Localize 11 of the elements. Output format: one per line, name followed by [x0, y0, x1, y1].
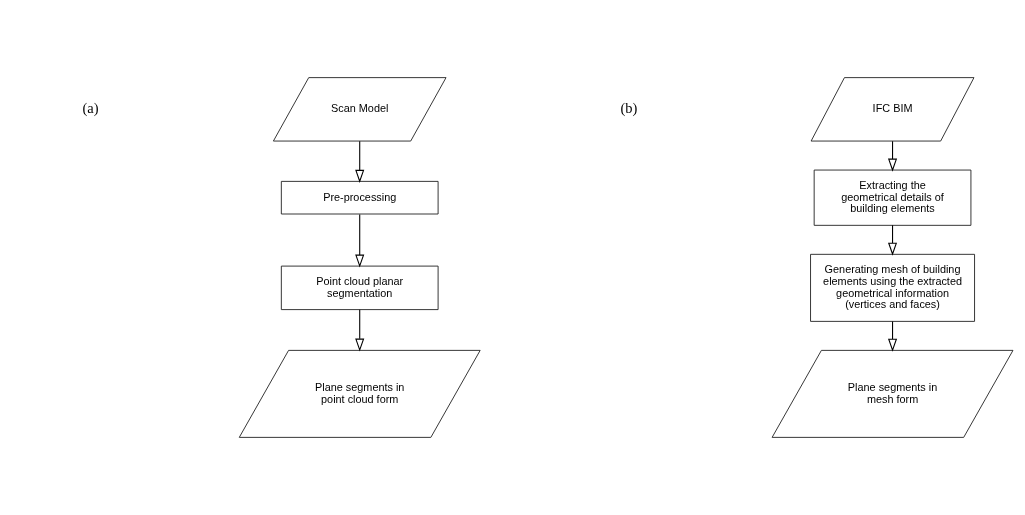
- arrow: [355, 140, 365, 183]
- label: (b): [620, 99, 638, 116]
- label: (a): [82, 99, 99, 116]
- arrow: [355, 213, 365, 268]
- node-box: Extracting the geometrical details of building elements: [813, 169, 972, 226]
- node-box: Pre-processing: [280, 180, 439, 215]
- arrow: [355, 309, 365, 352]
- arrow: [887, 320, 898, 352]
- node-box: Generating mesh of building elements using the extracted geometrical information (vertices and faces): [810, 253, 975, 322]
- arrow: [887, 224, 898, 256]
- node-box: Point cloud planar segmentation: [280, 265, 439, 311]
